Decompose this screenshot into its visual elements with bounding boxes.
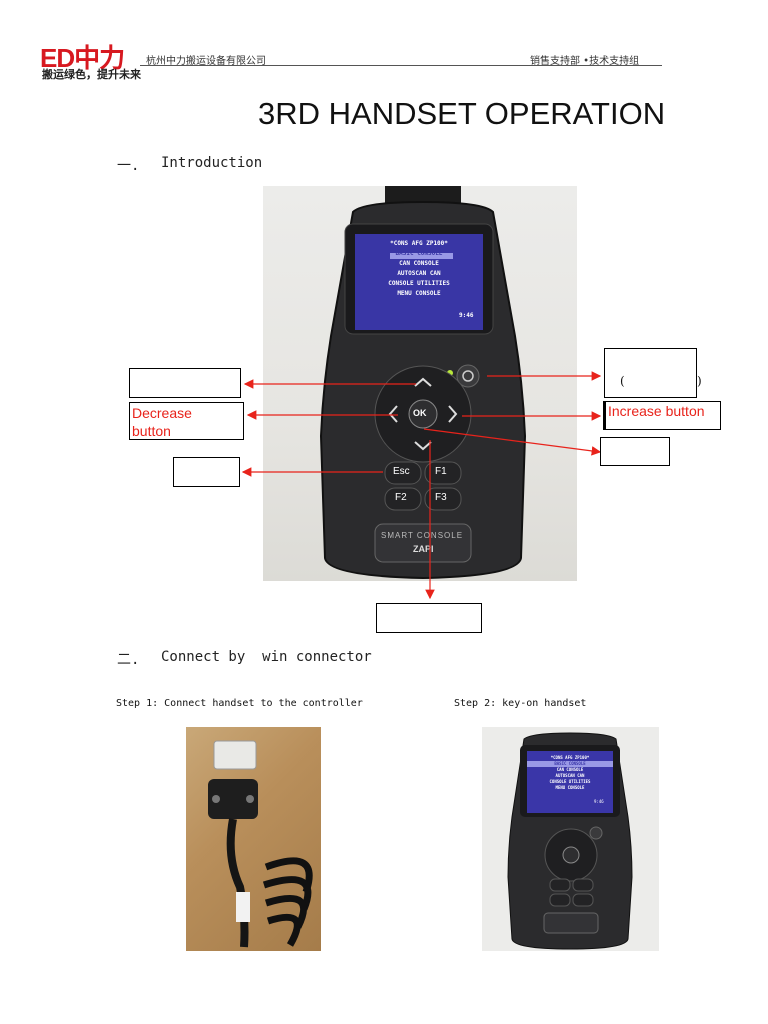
keyed-on-handset-photo: *CONS AFG ZP100* BASIC CONSOLE CAN CONSO… xyxy=(482,727,659,951)
step-1-text: Step 1: Connect handset to the controlle… xyxy=(116,698,363,709)
callout-power-button xyxy=(604,348,697,398)
section-1-number: 一. xyxy=(117,158,140,174)
company-logo: ED中力 xyxy=(40,43,125,73)
section-2-heading: Connect by win connector xyxy=(161,649,372,665)
brand-label: SMART CONSOLE xyxy=(381,531,464,540)
screen-header: *CONS AFG ZP100* xyxy=(390,240,448,247)
screen-time: 9:46 xyxy=(459,312,474,319)
callout-decrease-button: Decrease button xyxy=(129,402,244,440)
screen-menu-item: CONSOLE UTILITIES xyxy=(388,280,450,287)
screen-menu: *CONS AFG ZP100* BASIC CONSOLE CAN CONSO… xyxy=(355,239,483,299)
screen-menu-item: AUTOSCAN CAN xyxy=(397,270,441,277)
decrease-label-line: Decrease xyxy=(132,405,192,421)
screen-2-menu: *CONS AFG ZP100* BASIC CONSOLE CAN CONSO… xyxy=(527,755,613,791)
header-divider xyxy=(140,65,662,66)
cable-illustration xyxy=(208,740,313,948)
callout-increase-button: Increase button xyxy=(603,401,721,430)
screen-2-menu-item: MENU CONSOLE xyxy=(555,785,585,790)
screen-menu-item: MENU CONSOLE xyxy=(397,290,441,297)
callout-down-button xyxy=(376,603,482,633)
screen-2-menu-item: AUTOSCAN CAN xyxy=(555,773,585,778)
f2-key-label: F2 xyxy=(395,492,407,503)
screen-2-menu-item: CONSOLE UTILITIES xyxy=(549,779,591,784)
decrease-button-label: Decrease button xyxy=(130,403,243,441)
power-paren-open: ( xyxy=(620,374,625,388)
step-2-text: Step 2: key-on handset xyxy=(454,698,587,709)
ok-key-label: OK xyxy=(413,408,427,418)
power-paren-close: ) xyxy=(697,374,702,388)
increase-button-label: Increase button xyxy=(608,403,705,419)
section-1-heading: Introduction xyxy=(161,155,263,171)
screen-menu-item: BASIC CONSOLE xyxy=(395,250,443,257)
connector-cable-photo xyxy=(186,727,321,951)
callout-ok-button xyxy=(600,437,670,466)
screen-2-menu-item: CAN CONSOLE xyxy=(556,767,584,772)
f1-key-label: F1 xyxy=(435,466,447,477)
callout-up-button xyxy=(129,368,241,398)
section-2-number: 二. xyxy=(117,652,140,668)
logo-slogan: 搬运绿色，提升未来 xyxy=(42,68,141,81)
company-name: 杭州中力搬运设备有限公司 xyxy=(146,56,266,67)
f3-key-label: F3 xyxy=(435,492,447,503)
decrease-label-line: button xyxy=(132,423,171,439)
screen-menu-item: CAN CONSOLE xyxy=(399,260,439,267)
screen-2-header: *CONS AFG ZP100* xyxy=(550,755,590,760)
maker-label: ZAPI xyxy=(413,544,434,554)
esc-key-label: Esc xyxy=(393,466,410,477)
screen-2-menu-item: BASIC CONSOLE xyxy=(527,761,613,767)
handset-illustration xyxy=(319,186,527,580)
page-title: 3RD HANDSET OPERATION xyxy=(258,96,666,131)
callout-esc-button xyxy=(173,457,240,487)
department-name: 销售支持部 •技术支持组 xyxy=(530,56,640,67)
screen-2-time: 9:46 xyxy=(594,799,604,804)
